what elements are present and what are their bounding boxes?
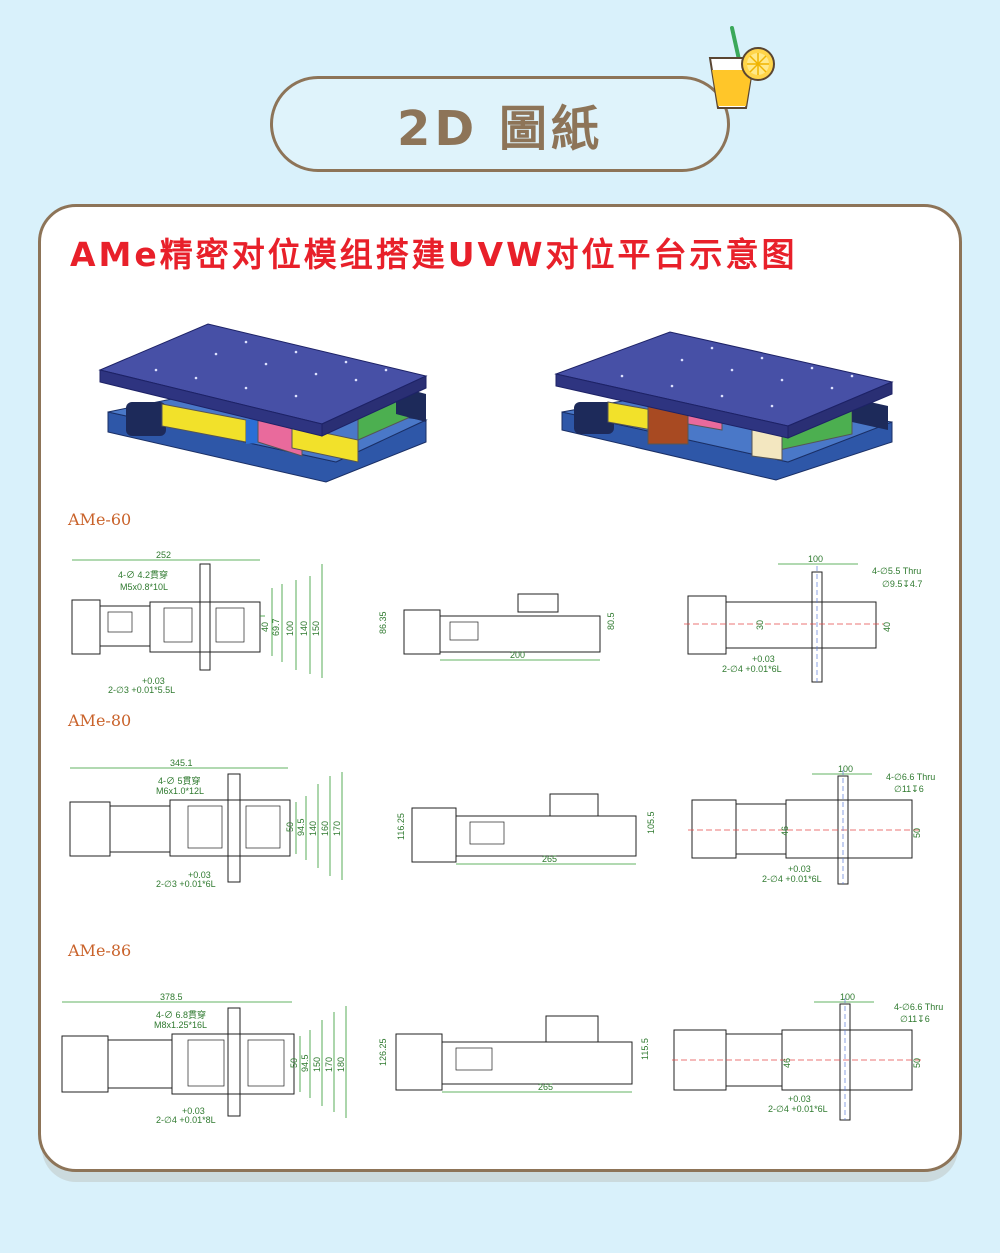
svg-text:100: 100 [808,554,823,564]
svg-text:4-∅ 6.8貫穿: 4-∅ 6.8貫穿 [156,1009,206,1020]
svg-text:+0.03: +0.03 [788,864,811,874]
ame86-top-view: 378.5 4-∅ 6.8貫穿 M8x1.25*16L 50 94.5 150 … [61,992,347,1125]
svg-text:50: 50 [912,828,922,838]
ame80-side-view: 116.25 265 105.5 [396,793,656,865]
svg-text:30: 30 [755,620,765,630]
juice-glass-icon [708,26,775,109]
ame80-top-view: 345.1 4-∅ 5貫穿 M6x1.0*12L 50 94.5 140 160… [69,758,343,888]
svg-text:140: 140 [308,821,318,836]
svg-text:170: 170 [332,821,342,836]
svg-text:140: 140 [299,621,309,636]
svg-text:∅11↧6: ∅11↧6 [900,1014,930,1024]
ame60-pin-note: 2-∅3 +0.01*5.5L [108,685,175,695]
svg-text:345.1: 345.1 [170,758,193,768]
svg-text:M8x1.25*16L: M8x1.25*16L [154,1020,207,1030]
svg-text:126.25: 126.25 [378,1038,388,1066]
svg-text:150: 150 [311,621,321,636]
svg-text:100: 100 [838,764,853,774]
svg-text:50: 50 [285,822,295,832]
svg-text:4-∅ 5貫穿: 4-∅ 5貫穿 [158,775,201,786]
svg-text:2-∅4 +0.01*6L: 2-∅4 +0.01*6L [768,1104,828,1114]
model-label-ame60: AMe-60 [68,510,132,529]
svg-text:40: 40 [260,622,270,632]
svg-text:160: 160 [320,821,330,836]
ame60-hole-note: 4-∅ 4.2貫穿 [118,569,168,580]
svg-text:4-∅6.6 Thru: 4-∅6.6 Thru [886,772,935,782]
svg-text:2-∅4 +0.01*8L: 2-∅4 +0.01*8L [156,1115,216,1125]
svg-text:+0.03: +0.03 [142,676,165,686]
svg-text:4-∅6.6 Thru: 4-∅6.6 Thru [894,1002,943,1012]
svg-text:∅11↧6: ∅11↧6 [894,784,924,794]
svg-text:∅9.5↧4.7: ∅9.5↧4.7 [882,579,922,589]
ame86-side-view: 126.25 265 115.5 [378,1015,650,1093]
model-label-ame86: AMe-86 [68,941,132,960]
svg-text:200: 200 [510,650,525,660]
svg-text:100: 100 [285,621,295,636]
svg-text:46: 46 [782,1058,792,1068]
section-header-pill: 2D 圖紙 [270,76,730,172]
svg-text:2-∅3 +0.01*6L: 2-∅3 +0.01*6L [156,879,216,888]
uvw-platform-render-right [554,331,894,481]
ame60-end-view: 100 4-∅5.5 Thru ∅9.5↧4.7 30 40 +0.03 2-∅… [684,554,922,683]
svg-text:265: 265 [542,854,557,864]
card-title: AMe精密对位模组搭建UVW对位平台示意图 [70,235,798,274]
ame80-end-view: 100 4-∅6.6 Thru ∅11↧6 46 50 +0.03 2-∅4 +… [688,764,935,885]
svg-text:+0.03: +0.03 [188,870,211,880]
svg-text:94.5: 94.5 [300,1054,310,1072]
svg-text:50: 50 [289,1058,299,1068]
svg-text:69.7: 69.7 [271,618,281,636]
svg-text:46: 46 [780,826,790,836]
svg-text:+0.03: +0.03 [182,1106,205,1116]
svg-text:+0.03: +0.03 [788,1094,811,1104]
svg-text:M6x1.0*12L: M6x1.0*12L [156,786,204,796]
ame60-top-view: 252 4-∅ 4.2貫穿 M5x0.8*10L 40 69.7 100 140… [71,550,323,695]
svg-text:115.5: 115.5 [640,1038,650,1060]
svg-text:150: 150 [312,1057,322,1072]
svg-text:86.35: 86.35 [378,611,388,634]
ame60-side-view: 86.35 200 80.5 [378,593,616,661]
svg-text:2-∅4 +0.01*6L: 2-∅4 +0.01*6L [762,874,822,884]
model-label-ame80: AMe-80 [68,711,132,730]
svg-text:180: 180 [336,1057,346,1072]
ame86-end-view: 100 4-∅6.6 Thru ∅11↧6 46 50 +0.03 2-∅4 +… [672,992,943,1121]
svg-text:+0.03: +0.03 [752,654,775,664]
svg-text:105.5: 105.5 [646,811,656,834]
svg-text:170: 170 [324,1057,334,1072]
svg-text:100: 100 [840,992,855,1002]
section-title: 2D 圖紙 [397,101,603,157]
svg-text:378.5: 378.5 [160,992,183,1002]
svg-text:50: 50 [912,1058,922,1068]
svg-text:80.5: 80.5 [606,612,616,630]
svg-text:94.5: 94.5 [296,818,306,836]
svg-text:265: 265 [538,1082,553,1092]
svg-text:116.25: 116.25 [396,813,406,840]
ame60-top-length: 252 [156,550,171,560]
svg-text:2-∅4 +0.01*6L: 2-∅4 +0.01*6L [722,664,782,674]
ame60-thread-note: M5x0.8*10L [120,582,168,592]
uvw-platform-render-left [98,323,428,483]
svg-text:4-∅5.5 Thru: 4-∅5.5 Thru [872,566,921,576]
svg-text:40: 40 [882,622,892,632]
